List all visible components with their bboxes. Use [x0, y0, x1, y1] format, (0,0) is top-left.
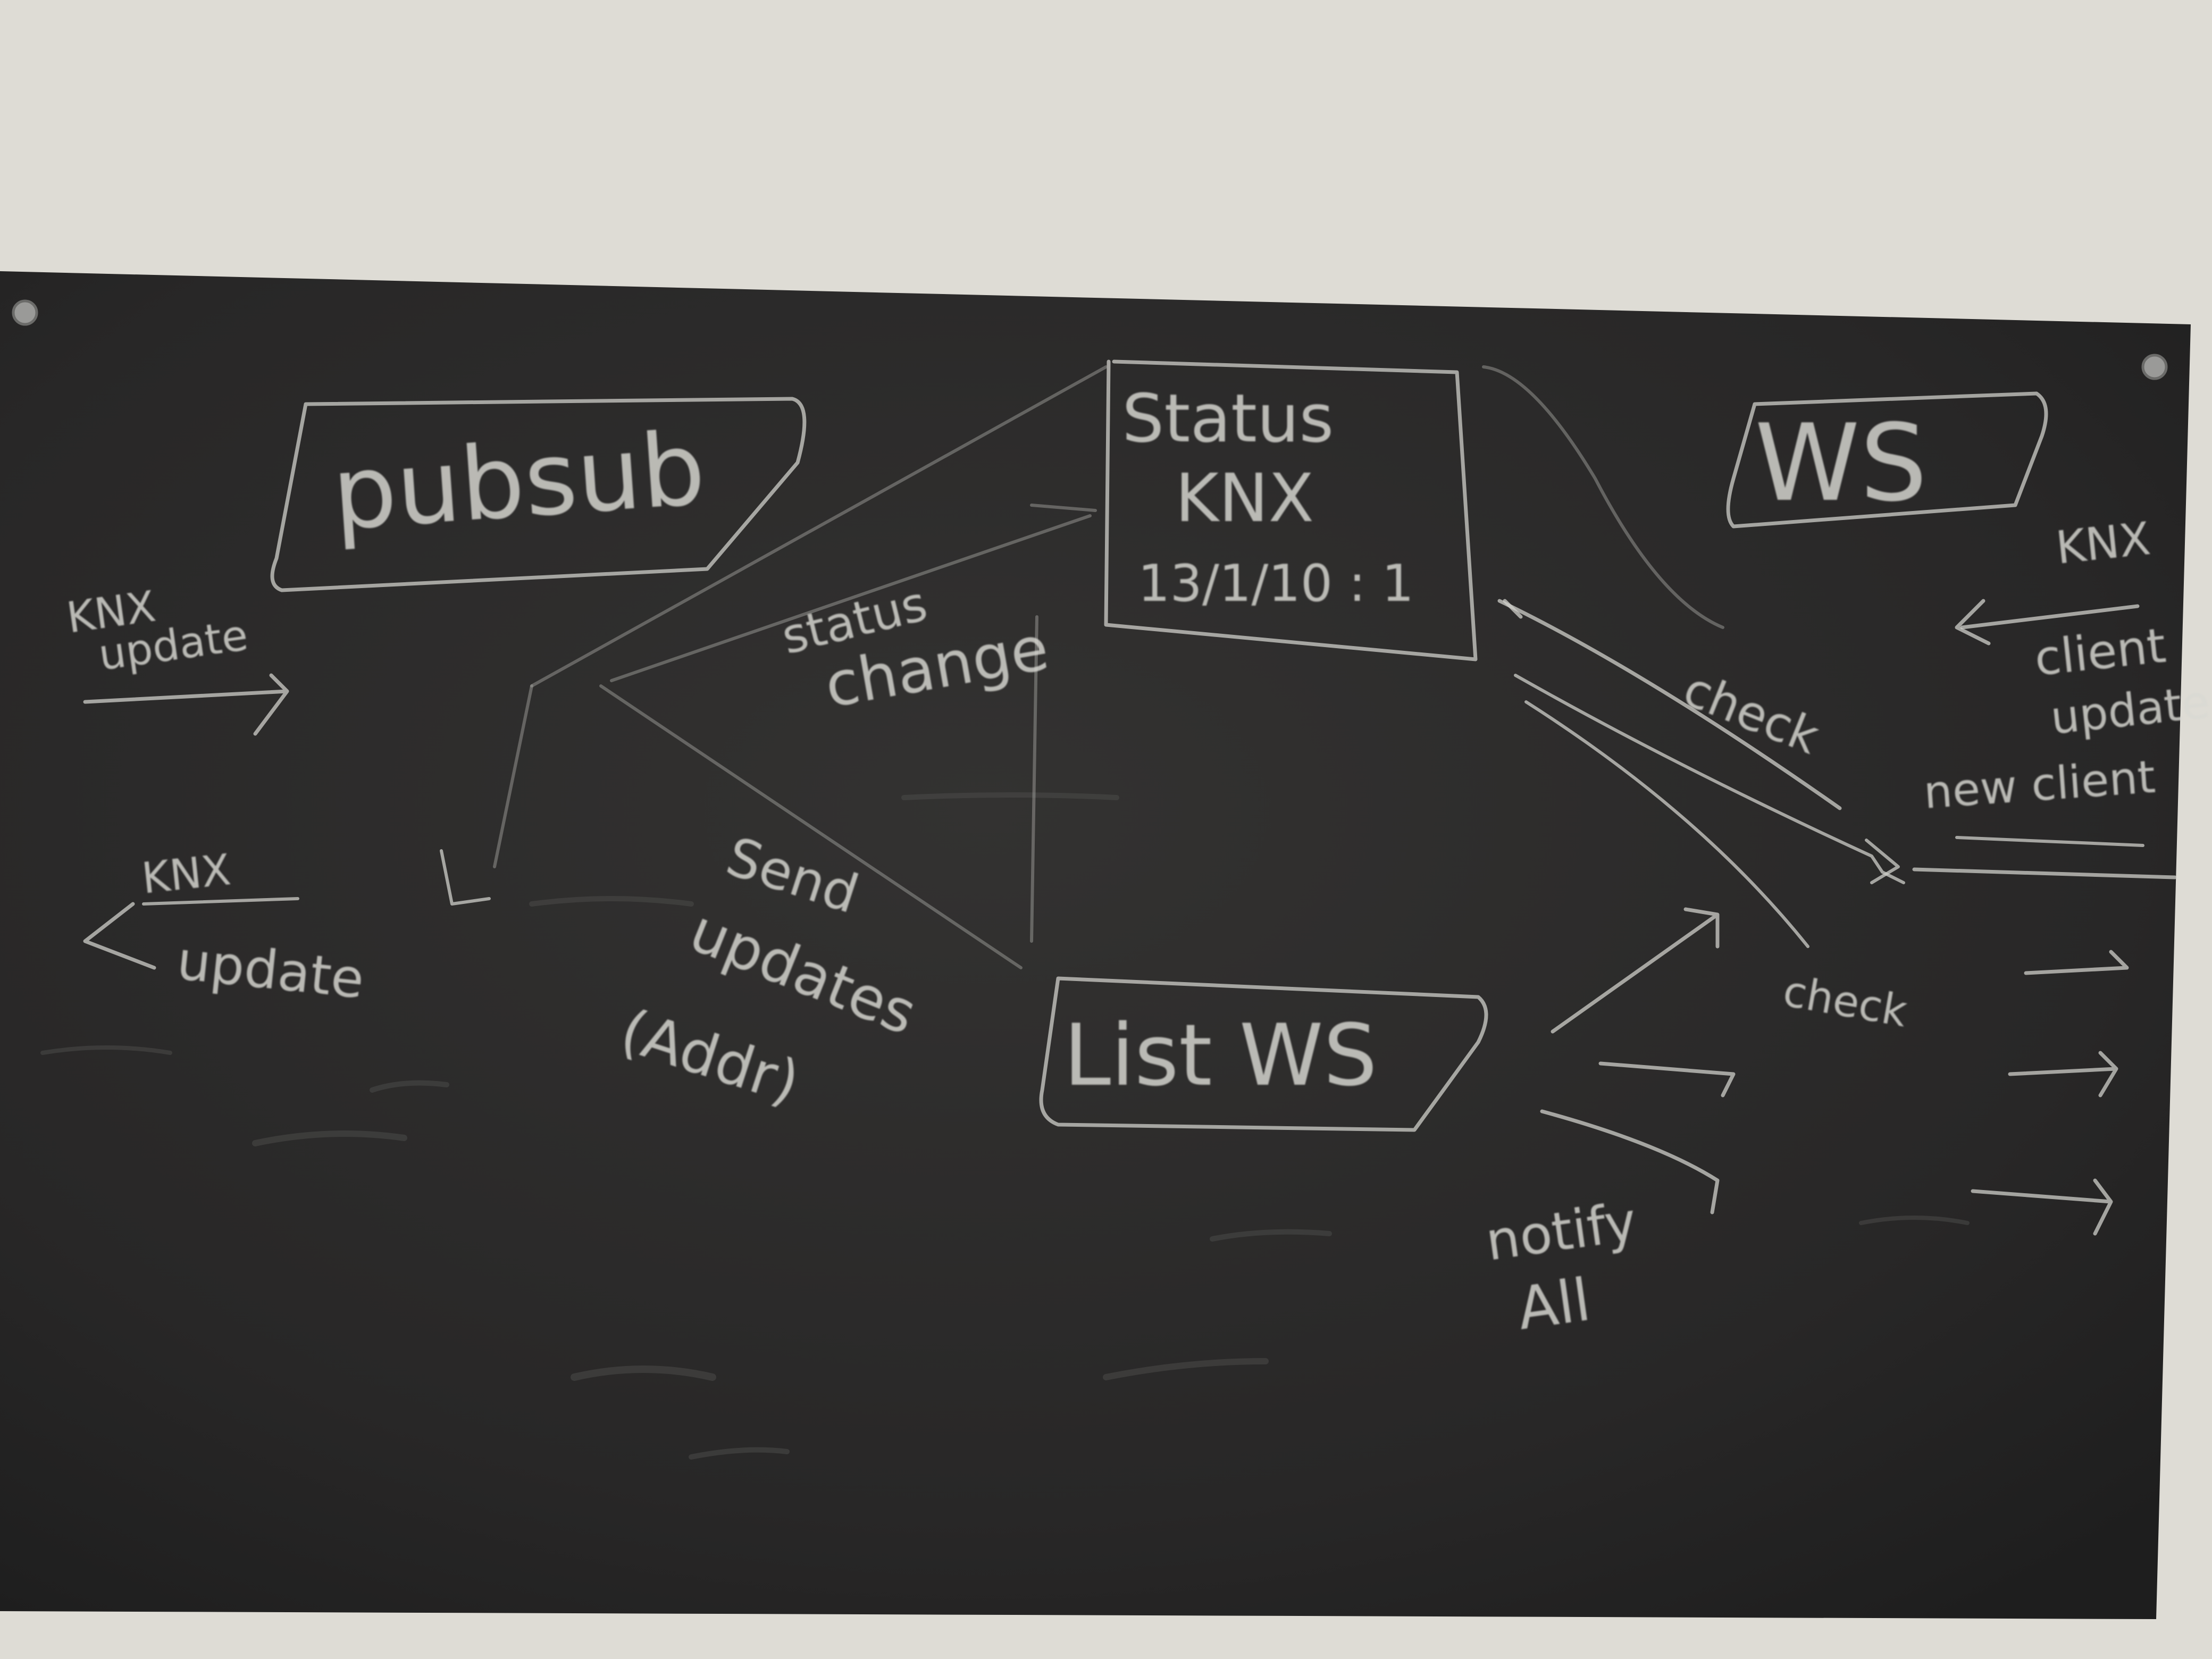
pin-right	[2141, 354, 2168, 380]
label-list-ws: List WS	[1063, 1006, 1377, 1105]
label-knx-right: KNX	[2054, 513, 2153, 575]
label-knx-update-top-1: KNX	[64, 581, 158, 642]
list-ws-box-outline	[1039, 976, 1488, 1132]
label-knx-update-bottom-1: KNX	[139, 845, 233, 903]
pin-left	[12, 299, 38, 326]
label-ws: WS	[1755, 401, 1928, 525]
pubsub-box-outline	[270, 397, 807, 592]
label-status-title: Status	[1122, 380, 1334, 457]
label-status-knx: KNX	[1175, 460, 1314, 537]
label-client-update-1: client	[2032, 618, 2168, 687]
status-box-outline	[1104, 359, 1478, 661]
label-notify-all-2: All	[1513, 1266, 1595, 1343]
ws-box-outline	[1726, 391, 2048, 529]
chalk-connectors	[83, 359, 2177, 1236]
label-status-address: 13/1/10 : 1	[1138, 555, 1414, 613]
blackboard-sheet	[0, 271, 2191, 1619]
label-pubsub: pubsub	[329, 409, 709, 552]
board-wrinkles	[40, 792, 1970, 1460]
